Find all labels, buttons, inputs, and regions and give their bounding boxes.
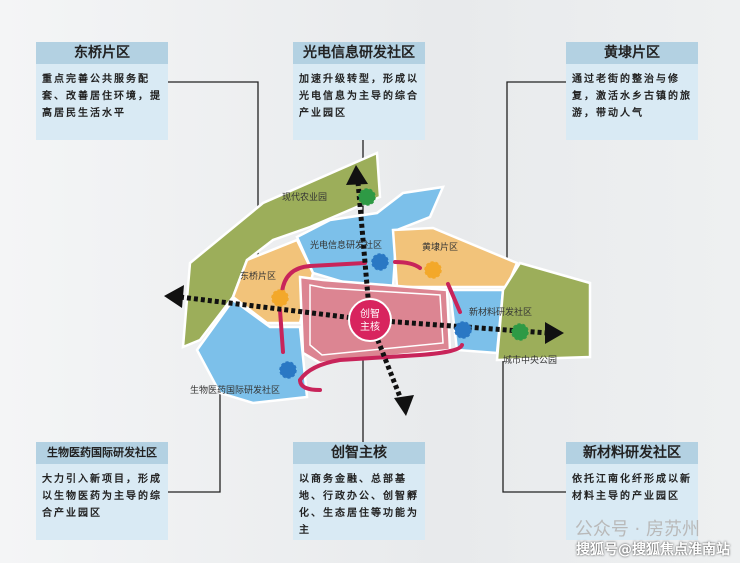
map-label-guangdian: 光电信息研发社区 [310,241,383,251]
core-label-2: 主核 [360,320,380,333]
zone-huangdai [391,226,519,289]
map-label-xincailiao: 新材料研发社区 [469,308,533,318]
arrow-left-icon [164,285,184,308]
box-title: 东桥片区 [36,42,168,64]
box-text: 加速升级转型，形成以光电信息为主导的综合产业园区 [299,74,419,119]
arrow-right-icon [545,322,564,344]
info-box-xincailiao: 新材料研发社区 依托江南化纤形成以新材料主导的产业园区 [566,442,698,540]
map-label-huangdai: 黄埭片区 [422,243,459,253]
core-node [348,298,392,342]
box-text: 重点完善公共服务配套、改善居住环境，提高居民生活水平 [42,74,162,119]
watermark-source: 搜狐号@搜狐焦点淮南站 [576,542,730,558]
watermark-account: 公众号 · 房苏州 [574,519,700,540]
box-text: 通过老街的整治与修复，激活水乡古镇的旅游，带动人气 [572,74,692,119]
arrow-down-icon [394,395,414,416]
box-title: 创智主核 [293,442,425,464]
info-box-chuangzhi: 创智主核 以商务金融、总部基地、行政办公、创智孵化、生态居住等功能为主 [293,442,425,540]
zone-agri-park [181,151,382,349]
route-lines [278,260,464,392]
core-label-1: 创智 [360,307,380,320]
box-text: 以商务金融、总部基地、行政办公、创智孵化、生态居住等功能为主 [299,474,419,536]
info-box-dongqiao: 东桥片区 重点完善公共服务配套、改善居住环境，提高居民生活水平 [36,42,168,140]
box-title: 黄埭片区 [566,42,698,64]
box-text: 依托江南化纤形成以新材料主导的产业园区 [572,474,692,502]
map-label-shengwu: 生物医药国际研发社区 [190,386,281,396]
info-box-shengwu: 生物医药国际研发社区 大力引入新项目，形成以生物医药为主导的综合产业园区 [36,442,168,540]
map-label-dongqiao: 东桥片区 [240,272,277,282]
box-title: 新材料研发社区 [566,442,698,464]
box-title: 光电信息研发社区 [293,42,425,64]
box-title: 生物医药国际研发社区 [36,442,168,464]
map-label-agri: 现代农业园 [282,193,328,203]
zone-xincailiao [448,288,505,355]
info-box-huangdai: 黄埭片区 通过老街的整治与修复，激活水乡古镇的旅游，带动人气 [566,42,698,140]
map-label-park: 城市中央公园 [503,356,558,366]
arrow-up-icon [346,165,368,185]
box-text: 大力引入新项目，形成以生物医药为主导的综合产业园区 [42,474,162,519]
zone-dongqiao [231,238,315,325]
node-markers [271,188,529,379]
info-box-guangdian: 光电信息研发社区 加速升级转型，形成以光电信息为主导的综合产业园区 [293,42,425,140]
